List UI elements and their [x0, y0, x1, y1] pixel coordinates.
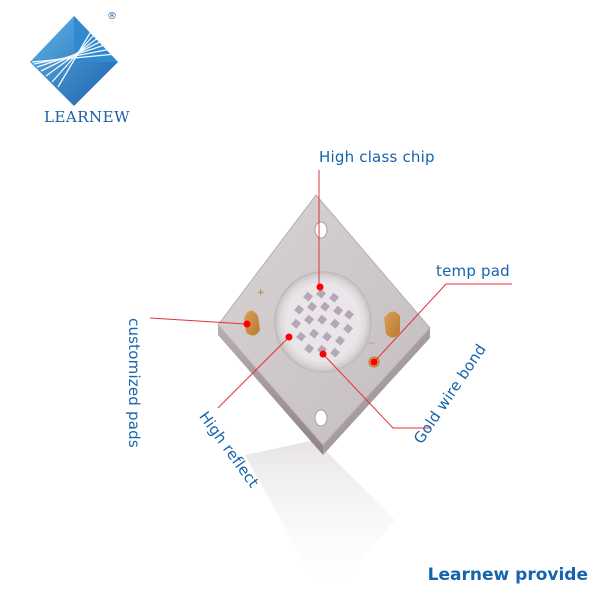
marker-temp	[370, 358, 378, 366]
learnew-logo: LEARNEW	[24, 10, 130, 130]
marker-chip	[316, 283, 324, 291]
customized-pad-left	[244, 310, 260, 336]
brand-name: LEARNEW	[43, 108, 131, 126]
plus-mark: +	[257, 288, 265, 298]
marker-pads	[243, 320, 251, 328]
mounting-hole-bottom	[314, 409, 328, 427]
label-temp-pad: temp pad	[436, 262, 510, 280]
diamond-logo-icon	[30, 16, 118, 106]
label-high-class-chip: High class chip	[319, 148, 435, 166]
substrate-edge	[218, 325, 323, 455]
label-customized-pads: customized pads	[125, 318, 143, 448]
substrate-reflection	[245, 440, 395, 600]
marker-gold	[319, 350, 327, 358]
leader-line-pads	[149, 317, 247, 325]
customized-pad-right	[384, 311, 400, 338]
leader-line-temp	[373, 283, 512, 363]
led-chip-array	[291, 288, 354, 358]
mounting-hole-top	[314, 221, 328, 239]
leader-line-reflect	[217, 336, 290, 409]
footer-caption: Learnew provide	[427, 565, 588, 585]
marker-reflect	[285, 333, 293, 341]
substrate-edge-right	[323, 328, 430, 455]
leader-line-gold	[322, 353, 430, 429]
minus-mark: −	[368, 339, 376, 349]
registered-mark: ®	[107, 11, 117, 22]
